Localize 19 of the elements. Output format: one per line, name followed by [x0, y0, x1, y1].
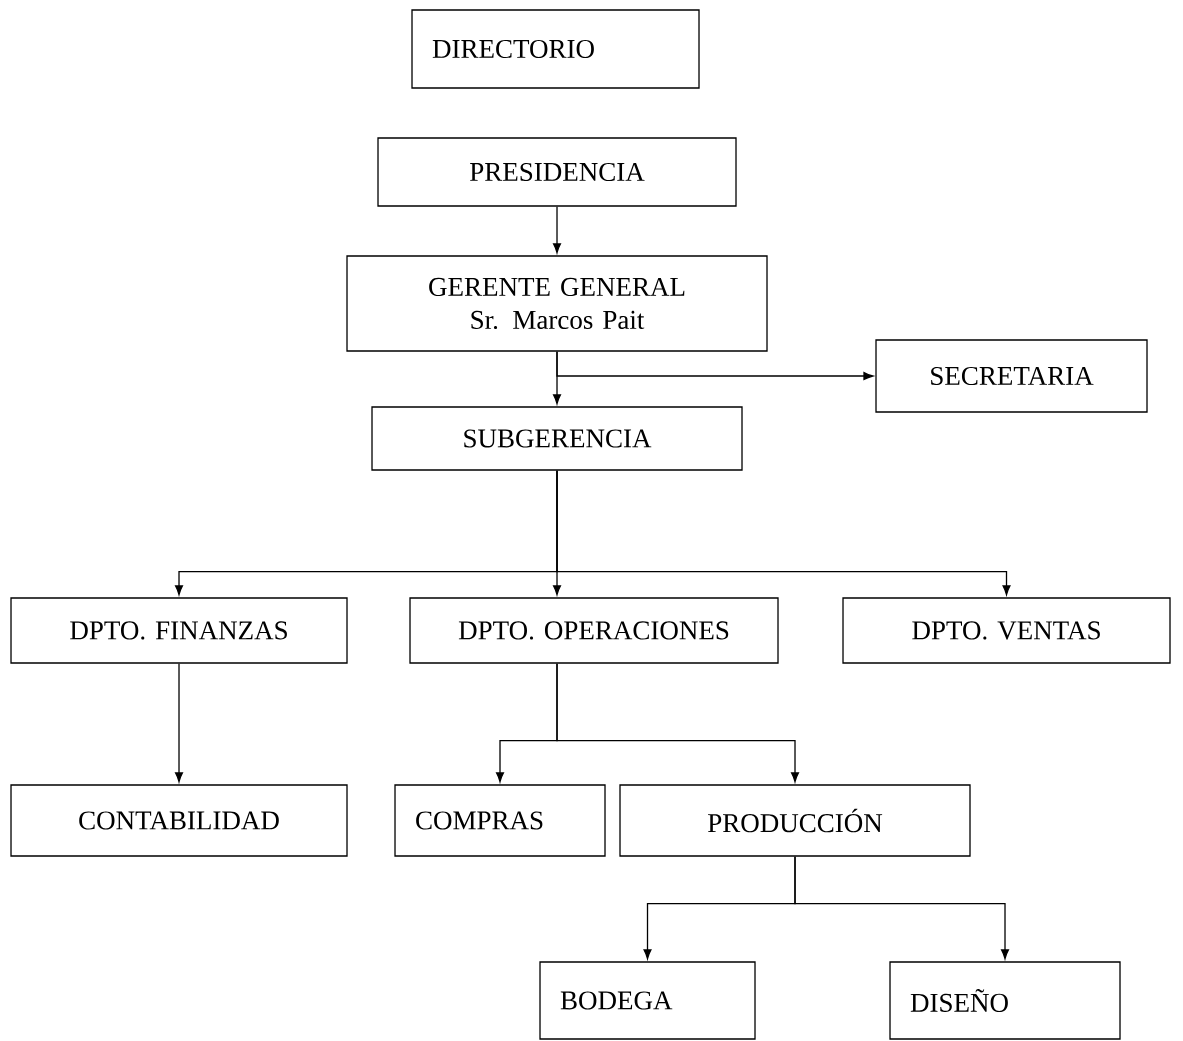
arrow	[553, 206, 562, 254]
arrow	[175, 663, 183, 783]
org-box: SECRETARIA	[875, 339, 1148, 413]
arrow	[556, 351, 874, 380]
org-box: COMPRAS	[394, 784, 606, 857]
org-box: BODEGA	[539, 961, 756, 1040]
arrow	[556, 663, 799, 783]
arrow	[794, 856, 1009, 960]
org-box: DISEÑO	[889, 961, 1121, 1040]
org-box: SUBGERENCIA	[371, 406, 743, 471]
org-box: GERENTE GENERAL Sr. Marcos Pait	[346, 255, 768, 352]
org-box: PRESIDENCIA	[377, 137, 737, 207]
arrow	[556, 470, 1011, 596]
org-box: PRODUCCIÓN	[619, 784, 971, 857]
org-box: DPTO. OPERACIONES	[409, 597, 779, 664]
org-box: CONTABILIDAD	[10, 784, 348, 857]
org-box: DIRECTORIO	[411, 9, 700, 89]
org-box: DPTO. VENTAS	[842, 597, 1171, 664]
org-box: DPTO. FINANZAS	[10, 597, 348, 664]
